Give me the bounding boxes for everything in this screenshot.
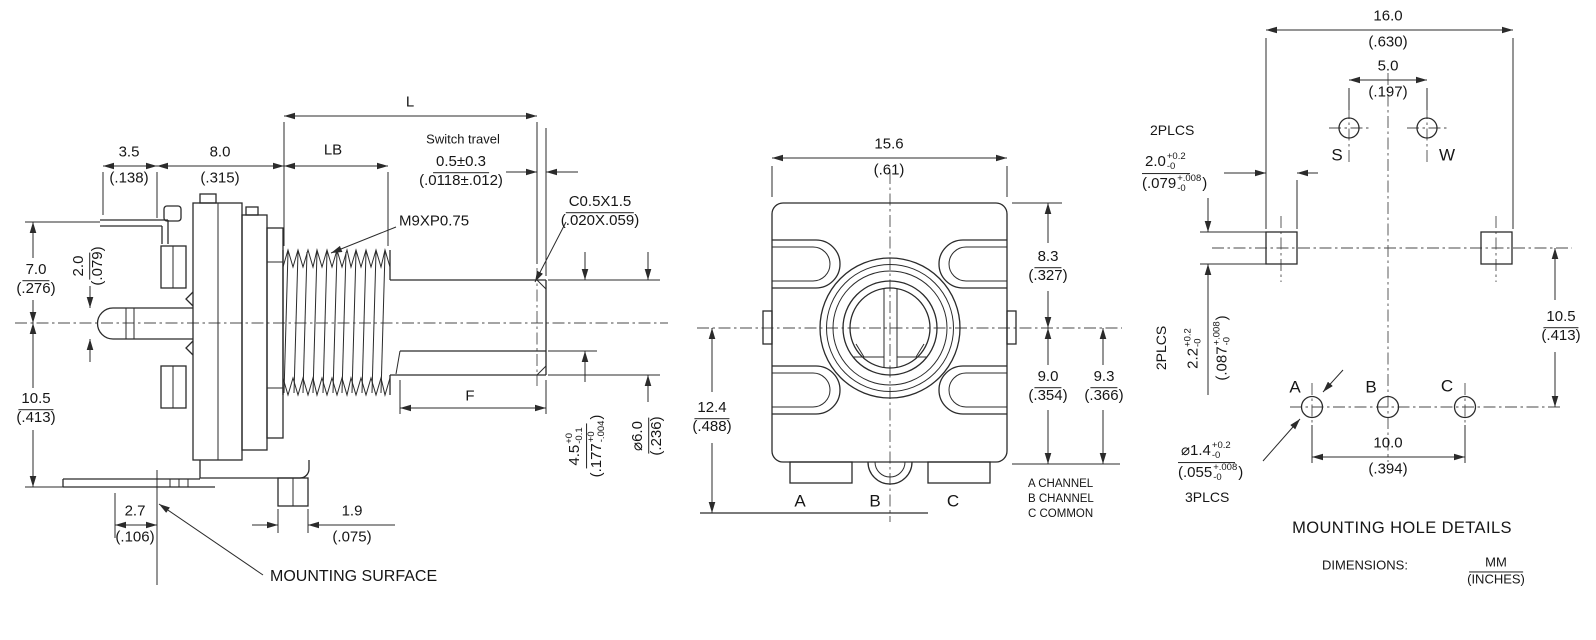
- legend-line-a: A CHANNEL: [1028, 478, 1094, 490]
- dim-1-9: 1.9(.075): [332, 502, 372, 546]
- dim-10-5-right: 10.5(.413): [1541, 308, 1581, 344]
- switch-travel-label: Switch travel: [426, 131, 500, 147]
- dim-10-5: 10.5(.413): [16, 390, 56, 426]
- side-view-dimensions: [25, 112, 660, 585]
- mounting-view-lineart: [1212, 73, 1572, 462]
- dim-f: F: [465, 387, 475, 405]
- dim-switch-travel: 0.5±0.3(.0118±.012): [419, 153, 503, 189]
- hole-w-label: W: [1438, 145, 1456, 165]
- mount-pin-b-label: B: [1365, 377, 1377, 397]
- dim-lb: LB: [323, 141, 343, 159]
- dim-dia-6: ⌀6.0(.236): [629, 416, 665, 456]
- units-label: DIMENSIONS:: [1322, 557, 1408, 573]
- dim-hole-dia: ⌀1.4 +0.2-0 (.055 +.008-0 ): [1178, 440, 1244, 483]
- channel-legend: A CHANNEL B CHANNEL C COMMON: [1028, 477, 1094, 522]
- legend-line-b: B CHANNEL: [1028, 492, 1094, 505]
- mounting-view-dimensions: [1200, 26, 1559, 463]
- front-view-dimensions: [708, 154, 1120, 513]
- dim-15-6: 15.6(.61): [873, 135, 905, 179]
- legend-line-c: C COMMON: [1028, 507, 1094, 520]
- dim-4-5: 4.5 +0-0.1 (.177 +0-.004 ): [564, 414, 607, 478]
- dim-2-0: 2.0(.079): [70, 246, 106, 286]
- dim-9-3: 9.3(.366): [1084, 368, 1124, 404]
- dim-3-5: 3.5(.138): [109, 143, 149, 187]
- side-view-lineart: [15, 193, 668, 507]
- hole-s-label: S: [1331, 145, 1343, 165]
- mounting-surface-label: MOUNTING SURFACE: [270, 568, 438, 586]
- dim-8-3: 8.3(.327): [1028, 248, 1068, 284]
- hole-places: 3PLCS: [1185, 489, 1230, 506]
- mounting-view-title: MOUNTING HOLE DETAILS: [1292, 518, 1512, 537]
- dim-16-0: 16.0(.630): [1368, 7, 1408, 51]
- mount-pin-a-label: A: [1289, 377, 1301, 397]
- dim-10-0: 10.0(.394): [1368, 434, 1408, 478]
- slot-width-places: 2PLCS: [1150, 122, 1195, 139]
- dim-slot-width: 2.0 +0.2-0 (.079 +.008-0 ): [1142, 151, 1208, 194]
- dim-9-0: 9.0(.354): [1028, 368, 1068, 404]
- front-view-lineart: [697, 172, 1122, 522]
- dim-8-0: 8.0(.315): [200, 143, 240, 187]
- thread-spec: M9XP0.75: [399, 212, 470, 230]
- dim-12-4: 12.4(.488): [692, 399, 732, 435]
- front-pin-a-label: A: [794, 491, 806, 511]
- dim-chamfer: C0.5X1.5(.020X.059): [560, 193, 640, 229]
- front-pin-b-label: B: [869, 491, 881, 511]
- units-fraction: MM(INCHES): [1467, 554, 1525, 586]
- dim-slot-height: 2.2 +0.2-0 (.087 +.008-0 ): [1182, 315, 1233, 381]
- dim-5-0: 5.0(.197): [1368, 57, 1408, 101]
- front-pin-c-label: C: [946, 491, 960, 511]
- slot-height-places: 2PLCS: [1153, 325, 1170, 371]
- mount-pin-c-label: C: [1440, 376, 1454, 396]
- dim-7-0: 7.0(.276): [16, 261, 56, 297]
- dim-l: L: [405, 93, 415, 111]
- dim-2-7: 2.7(.106): [115, 502, 155, 546]
